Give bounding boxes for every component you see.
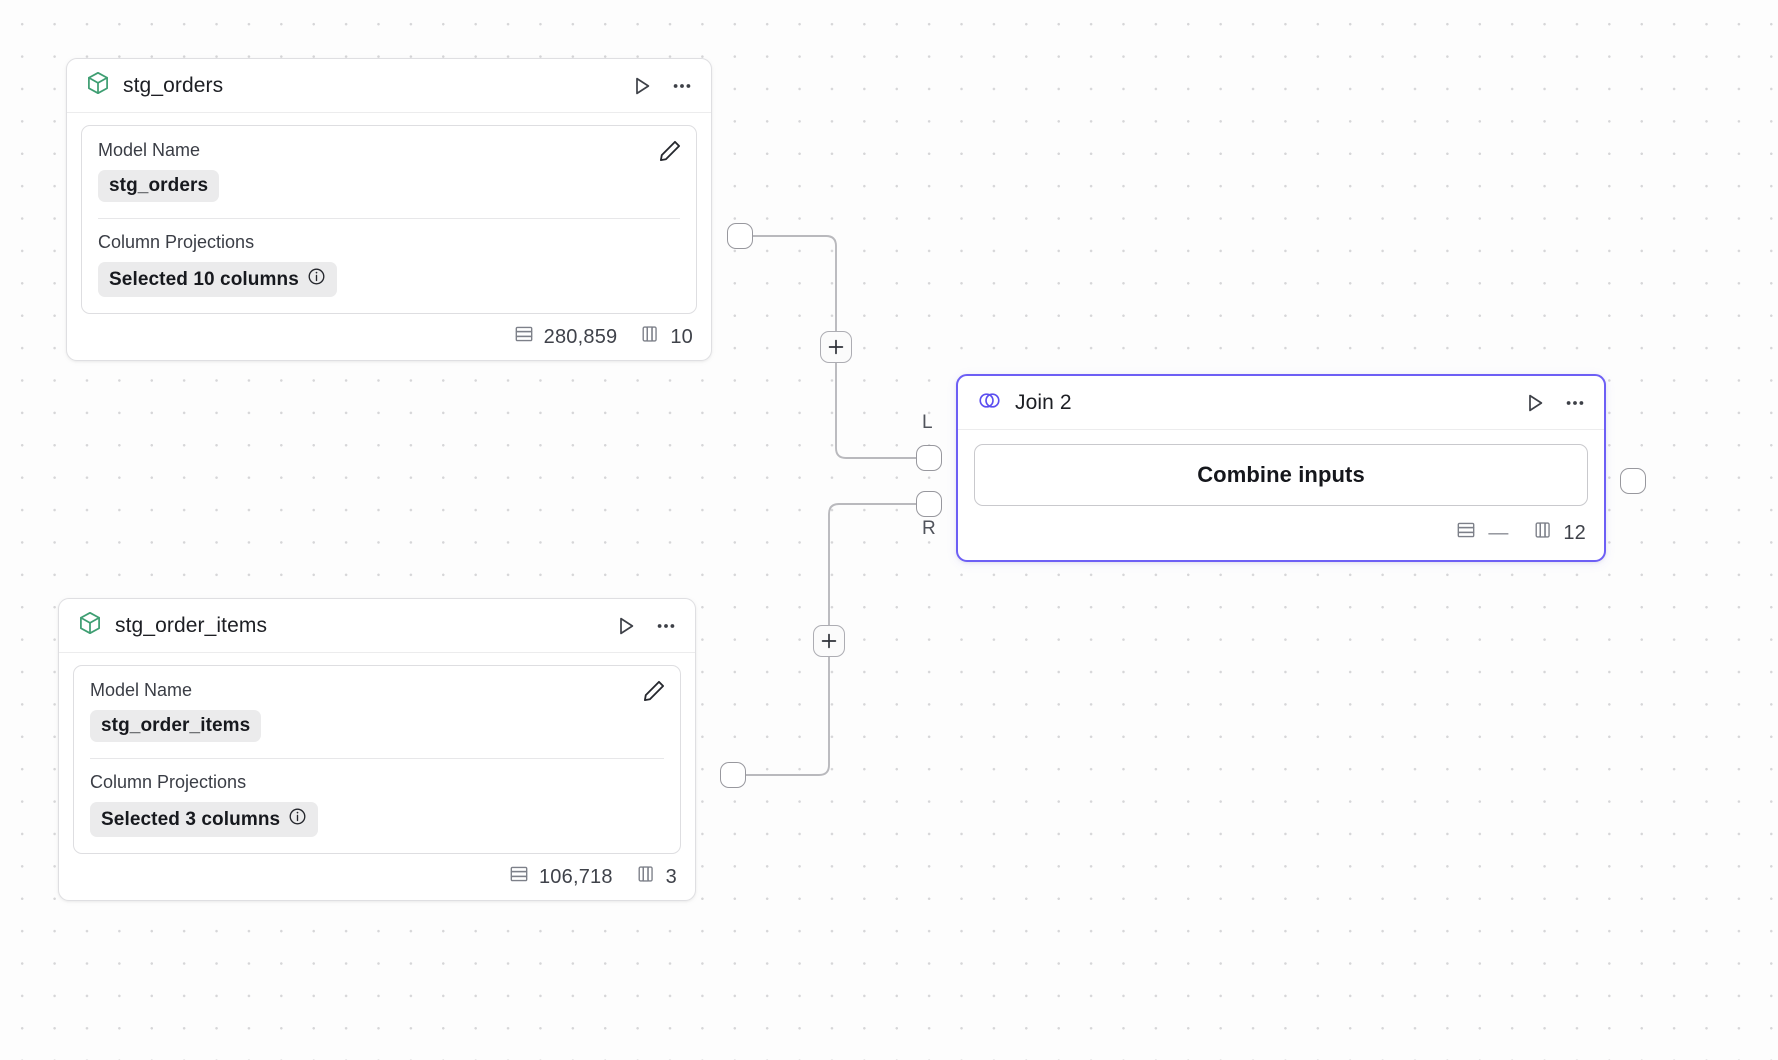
venn-icon — [976, 387, 1003, 419]
field-label: Model Name — [98, 140, 201, 160]
column-projections-chip[interactable]: Selected 3 columns — [90, 802, 319, 837]
more-options-icon[interactable] — [653, 613, 679, 639]
output-port-stg-order-items[interactable] — [720, 762, 746, 788]
node-header-actions — [613, 613, 679, 639]
node-title: stg_order_items — [115, 613, 268, 637]
run-icon[interactable] — [1522, 390, 1548, 416]
config-panel: Model Name stg_orders Column Projections… — [81, 125, 697, 314]
node-body: Combine inputs — [958, 430, 1604, 506]
cube-icon — [77, 610, 103, 641]
node-join-2[interactable]: Join 2 Combine inputs — [956, 374, 1606, 562]
field-label: Column Projections — [90, 772, 247, 792]
rows-icon — [513, 323, 535, 351]
node-footer-stats: 280,859 10 — [67, 314, 711, 360]
chip-text: stg_orders — [109, 175, 209, 196]
column-count-value: 3 — [665, 865, 677, 888]
run-icon[interactable] — [629, 73, 655, 99]
row-count-stat: 106,718 — [508, 863, 613, 891]
chip-text: stg_order_items — [101, 715, 251, 736]
panel-divider — [90, 758, 664, 759]
field-column-projections: Column Projections Selected 3 columns — [90, 772, 664, 837]
input-port-join-right[interactable] — [916, 491, 942, 517]
combine-inputs-button[interactable]: Combine inputs — [974, 444, 1588, 506]
info-icon[interactable] — [288, 807, 307, 832]
node-body: Model Name stg_orders Column Projections… — [67, 113, 711, 314]
output-port-stg-orders[interactable] — [727, 223, 753, 249]
row-count-value: 280,859 — [543, 325, 618, 348]
column-projections-chip[interactable]: Selected 10 columns — [98, 262, 337, 297]
cube-icon — [85, 70, 111, 101]
output-port-join-2[interactable] — [1620, 468, 1646, 494]
node-footer-stats: 106,718 3 — [59, 854, 695, 900]
node-header: stg_orders — [67, 59, 711, 113]
field-model-name: Model Name stg_orders — [98, 140, 680, 202]
rows-icon — [1455, 519, 1477, 547]
panel-divider — [98, 218, 680, 219]
columns-icon — [1532, 519, 1554, 547]
config-panel: Model Name stg_order_items Column Projec… — [73, 665, 681, 854]
more-options-icon[interactable] — [669, 73, 695, 99]
chip-text: Selected 10 columns — [109, 268, 299, 290]
columns-icon — [639, 323, 661, 351]
port-label-right: R — [922, 518, 936, 539]
input-port-join-left[interactable] — [916, 445, 942, 471]
more-options-icon[interactable] — [1562, 390, 1588, 416]
column-count-stat: 12 — [1532, 519, 1586, 547]
row-count-value: — — [1488, 521, 1509, 544]
edit-pencil-icon[interactable] — [641, 678, 667, 704]
node-stg-orders[interactable]: stg_orders — [66, 58, 712, 361]
run-icon[interactable] — [613, 613, 639, 639]
columns-icon — [635, 863, 657, 891]
node-footer-stats: — 12 — [958, 506, 1604, 560]
column-count-stat: 10 — [639, 323, 693, 351]
info-icon[interactable] — [307, 267, 326, 292]
chip-text: Selected 3 columns — [101, 808, 281, 830]
field-column-projections: Column Projections Selected 10 columns — [98, 232, 680, 297]
row-count-stat: — — [1455, 519, 1510, 547]
row-count-stat: 280,859 — [513, 323, 618, 351]
port-label-left: L — [922, 412, 933, 433]
column-count-stat: 3 — [635, 863, 677, 891]
model-name-chip[interactable]: stg_orders — [98, 170, 220, 202]
node-title: stg_orders — [123, 73, 224, 97]
edit-pencil-icon[interactable] — [657, 138, 683, 164]
column-count-value: 10 — [670, 325, 693, 348]
node-title: Join 2 — [1015, 390, 1072, 414]
node-header-actions — [1522, 390, 1588, 416]
rows-icon — [508, 863, 530, 891]
node-stg-order-items[interactable]: stg_order_items — [58, 598, 696, 901]
row-count-value: 106,718 — [538, 865, 613, 888]
node-header: stg_order_items — [59, 599, 695, 653]
field-label: Column Projections — [98, 232, 255, 252]
node-body: Model Name stg_order_items Column Projec… — [59, 653, 695, 854]
field-model-name: Model Name stg_order_items — [90, 680, 664, 742]
node-header: Join 2 — [958, 376, 1604, 430]
node-header-actions — [629, 73, 695, 99]
model-name-chip[interactable]: stg_order_items — [90, 710, 262, 742]
field-label: Model Name — [90, 680, 193, 700]
add-node-button-upper[interactable] — [820, 331, 852, 363]
add-node-button-lower[interactable] — [813, 625, 845, 657]
column-count-value: 12 — [1563, 521, 1586, 544]
